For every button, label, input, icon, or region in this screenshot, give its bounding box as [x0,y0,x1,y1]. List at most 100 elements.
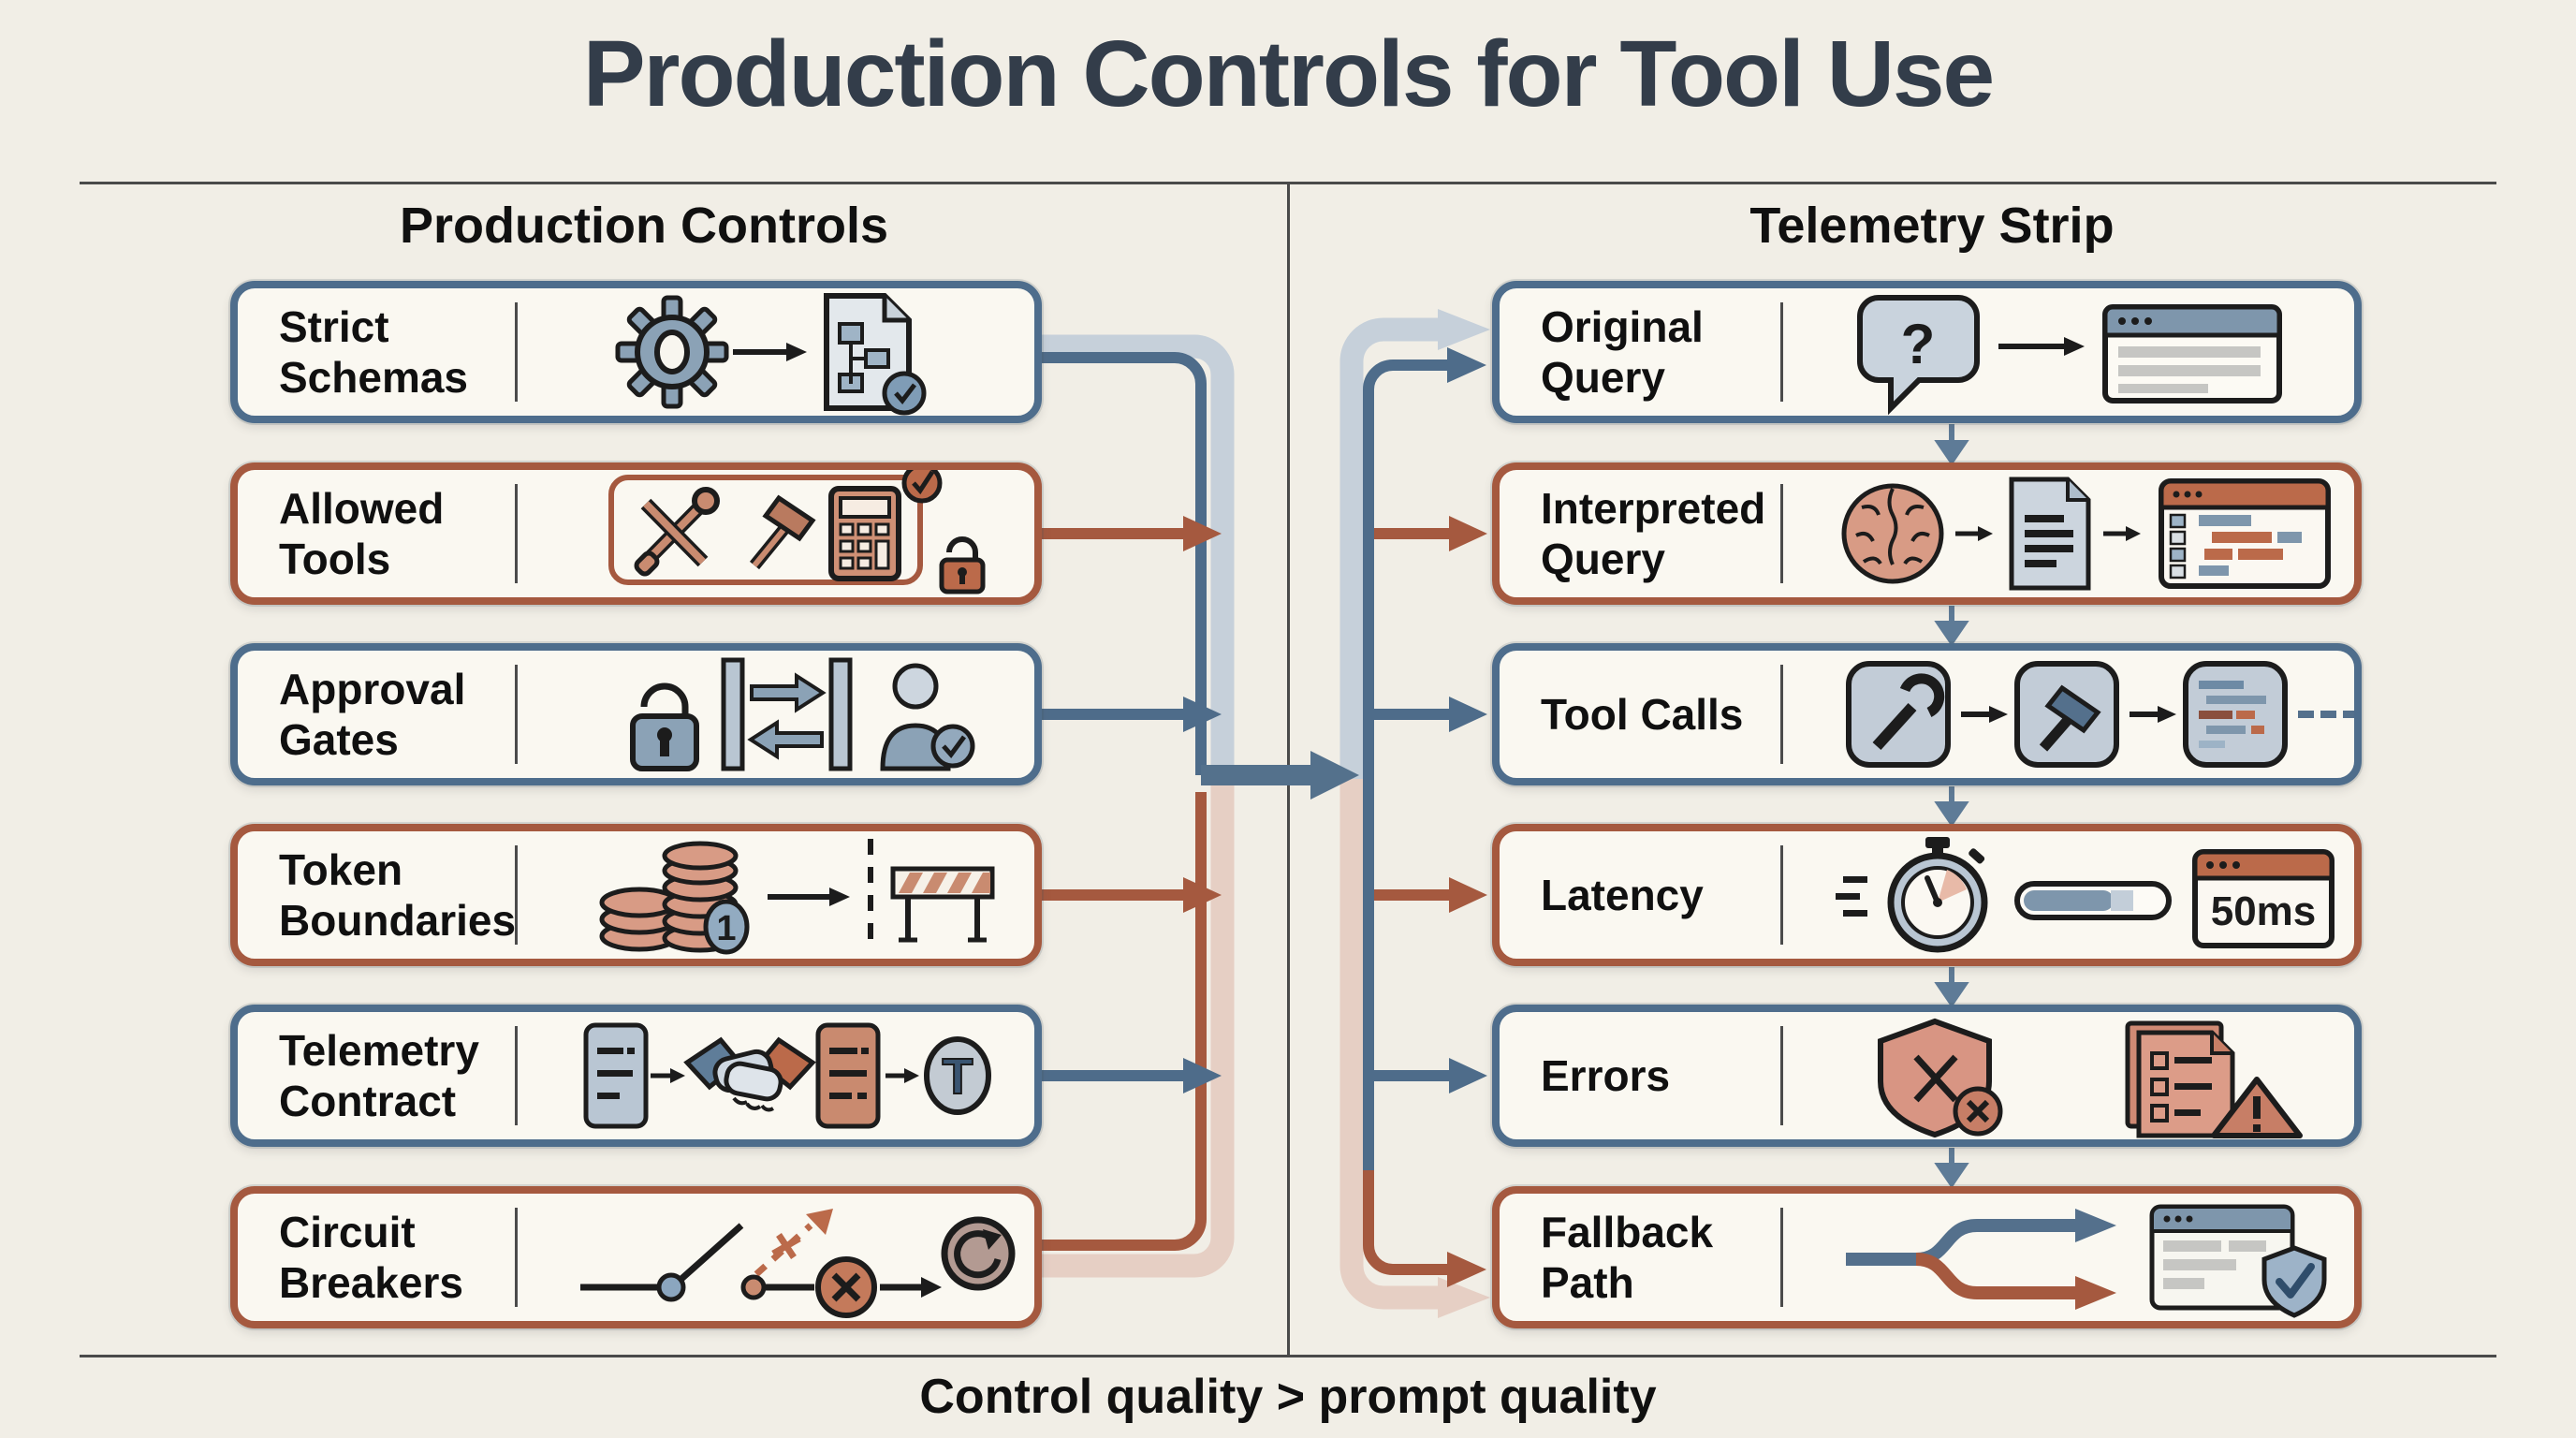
arrow-right-icon [2103,526,2141,541]
box-label: Telemetry Contract [279,1025,479,1125]
coin-badge-value: 1 [716,909,736,948]
speed-lines-icon [1836,876,1867,917]
label-divider [1780,1208,1783,1307]
label-divider [1780,484,1783,583]
person-check-icon [880,663,975,771]
crossed-tools-icon [634,487,720,577]
medal-monogram: T [943,1049,973,1105]
hammer-tile-icon [2014,661,2119,768]
box-label: Original Query [1541,301,1704,402]
box-label: Approval Gates [279,664,466,764]
flow-trunk-right-red [1363,1170,1447,1275]
box-label: Token Boundaries [279,844,517,945]
fork-paths-icon [1846,1209,2116,1310]
bubble-glyph: ? [1901,313,1936,375]
handshake-icon [683,1036,816,1112]
wrench-tile-icon [1846,661,1951,768]
left-column-header: Production Controls [400,198,888,254]
arrowhead [1449,516,1487,551]
label-divider [1780,665,1783,764]
arrowhead [1183,697,1222,732]
top-rule [80,182,2496,184]
parsed-table-icon [2159,478,2331,589]
box-label: Circuit Breakers [279,1207,463,1307]
arrow-right-icon [1998,337,2085,356]
arrow-right-icon [886,1068,919,1083]
warning-triangle-icon [2211,1077,2303,1138]
box-token-boundaries: Token Boundaries 1 [230,824,1042,966]
gate-arrows-icon [721,657,853,771]
barrier-icon [890,866,995,943]
flow-trunk-right-blue [1363,360,1447,1181]
verified-window-icon [2149,1204,2327,1318]
schema-document-check-icon [824,293,927,416]
box-label: Latency [1541,870,1704,919]
right-column-header: Telemetry Strip [1749,198,2115,254]
flow-band-right-pink [1339,779,1438,1310]
shield-x-icon [1878,1018,2003,1138]
box-approval-gates: Approval Gates [230,643,1042,785]
label-divider [515,484,518,583]
ellipsis-dashes-icon [2298,711,2354,718]
brain-icon [1841,483,1944,584]
blocked-path-icon [754,1209,833,1277]
box-label: Allowed Tools [279,483,445,583]
hammer-icon [749,494,816,570]
progress-bar-icon [2014,881,2172,920]
flow-band-right-blue [1339,317,1438,781]
error-report-icon [2125,1020,2235,1138]
box-circuit-breakers: Circuit Breakers [230,1186,1042,1328]
latency-value: 50ms [2211,888,2317,934]
gear-icon [615,295,729,409]
flow-band-arrowhead [1438,309,1490,350]
arrow-right-icon [768,888,850,906]
label-divider [1780,302,1783,402]
arrow-right-icon [733,343,807,361]
label-divider [515,665,518,764]
stopwatch-icon [1887,837,1988,953]
box-strict-schemas: Strict Schemas [230,281,1042,423]
label-divider [515,1026,518,1125]
fault-x-icon [740,1256,877,1318]
label-divider [515,302,518,402]
box-fallback-path: Fallback Path [1492,1186,2362,1328]
arrowhead [1183,877,1222,913]
arrowhead [1447,347,1486,383]
document-icon [583,1022,649,1129]
box-original-query: Original Query ? [1492,281,2362,423]
question-bubble-icon: ? [1857,295,1980,416]
arrow-right-icon [1961,706,2008,723]
bottom-rule [80,1355,2496,1357]
arrowhead [1449,1058,1487,1093]
box-label: Interpreted Query [1541,483,1766,583]
telemetry-medal-icon: T [924,1036,991,1115]
arrow-right-icon [880,1277,942,1298]
arrowhead [1449,697,1487,732]
box-label: Errors [1541,1050,1671,1100]
latency-window-icon: 50ms [2192,849,2334,948]
box-label: Strict Schemas [279,301,469,402]
box-telemetry-contract: Telemetry Contract [230,1005,1042,1147]
document-icon [2009,477,2091,591]
arrowhead [1447,1252,1486,1287]
reset-icon [941,1216,1016,1291]
document-icon [815,1022,881,1129]
label-divider [1780,845,1783,945]
box-latency: Latency [1492,824,2362,966]
arrowhead [1183,1058,1222,1093]
lock-icon [939,536,986,594]
flow-band-left-pink [1042,779,1235,1278]
label-divider [1780,1026,1783,1125]
open-switch-icon [580,1223,744,1302]
flow-band-left-blue [1042,334,1235,781]
box-allowed-tools: Allowed Tools [230,462,1042,605]
calculator-icon [828,486,901,581]
padlock-icon [630,682,699,771]
flow-band-arrowhead [1438,1277,1490,1318]
column-divider [1287,183,1290,1355]
arrow-right-icon [2130,706,2176,723]
footer-caption: Control quality > prompt quality [919,1370,1657,1424]
arrow-right-icon [1955,526,1993,541]
coin-stack-icon: 1 [599,841,750,955]
